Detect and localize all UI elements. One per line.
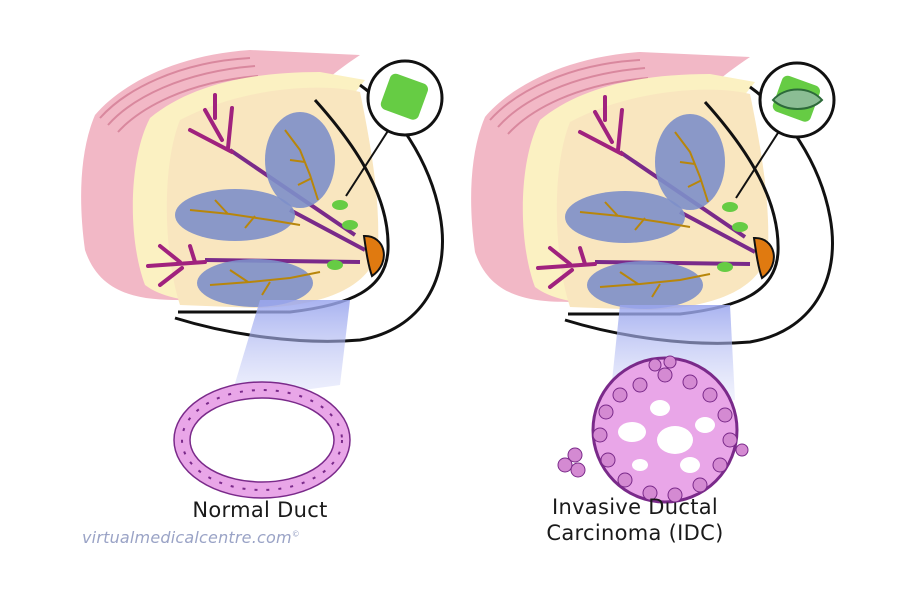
normal-duct-label-text: Normal Duct bbox=[192, 498, 328, 522]
idc-label-line1: Invasive Ductal bbox=[551, 495, 719, 519]
magnifier-inset bbox=[366, 59, 444, 137]
idc-label: Invasive Ductal Carcinoma (IDC) bbox=[520, 494, 750, 546]
magnifier-inset bbox=[758, 61, 836, 139]
idc-cross-section bbox=[557, 355, 749, 504]
normal-panel bbox=[79, 48, 445, 499]
normal-duct-cross-section bbox=[173, 381, 351, 499]
watermark: virtualmedicalcentre.com© bbox=[82, 528, 300, 547]
copyright-mark: © bbox=[291, 529, 300, 539]
idc-panel bbox=[469, 50, 836, 504]
idc-label-line2: Carcinoma (IDC) bbox=[546, 521, 724, 545]
watermark-text: virtualmedicalcentre.com bbox=[82, 528, 292, 547]
normal-duct-label: Normal Duct bbox=[150, 497, 370, 523]
magnify-beam bbox=[230, 300, 350, 400]
